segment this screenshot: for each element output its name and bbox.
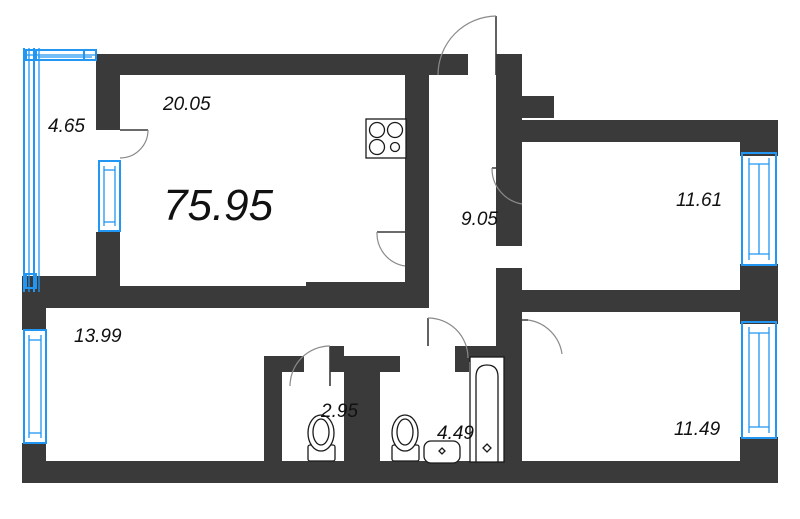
wall-hall-right-upper [496, 96, 522, 246]
bedroom-two-window-right [741, 321, 777, 439]
wall-bath-left [362, 356, 380, 461]
wall-mid-vertical-stub [405, 268, 429, 308]
bedroom-one-door [491, 167, 523, 205]
area-label-balcony: 4.65 [48, 116, 85, 137]
bathroom-door [427, 317, 469, 359]
wall-bath-right [504, 356, 522, 461]
entrance-door [437, 15, 497, 76]
wall-bedroom-two-left-upper [504, 312, 522, 362]
wall-corridor-left-upper [22, 286, 46, 330]
washbasin [423, 440, 461, 464]
wall-hall-top-left [405, 54, 468, 75]
wall-bottom-right-cap [740, 437, 778, 483]
toilet-bathroom [391, 414, 420, 462]
total-area-label: 75.95 [163, 181, 274, 230]
wall-kitchen-right [405, 54, 429, 286]
wall-wc-left [264, 356, 282, 461]
fixtures-group [307, 118, 505, 464]
area-labels-group: 4.65 20.05 9.05 11.61 13.99 2.95 4.49 11… [48, 94, 722, 444]
area-label-bedroom-one: 11.61 [676, 190, 722, 211]
wall-wc-right [344, 356, 362, 461]
balcony-glazing-left [23, 48, 40, 292]
balcony-door-window [98, 160, 121, 232]
kitchen-living-door [376, 231, 406, 267]
wall-corridor-top-left [22, 286, 304, 308]
wall-bedroom-two-right-upper [740, 290, 778, 324]
area-label-wc: 2.95 [320, 401, 358, 422]
wall-bedroom-one-right-upper [740, 120, 778, 156]
bedroom-one-window-right [741, 152, 777, 266]
stove-cooktop [365, 118, 407, 159]
wall-kitchen-left-upper [96, 54, 120, 130]
bedroom-two-door [496, 319, 563, 355]
wall-bath-top-left [362, 356, 400, 372]
corridor-window-left [23, 329, 47, 444]
wall-corridor-top-mid [306, 282, 406, 308]
toilet-wc [307, 414, 336, 462]
area-label-bedroom-two: 11.49 [674, 419, 721, 440]
wc-door [289, 345, 331, 387]
wall-corridor-step [300, 286, 306, 308]
bathtub [469, 356, 505, 463]
wall-wc-top-left [264, 356, 304, 372]
doors-group [119, 15, 563, 387]
area-label-corridor: 13.99 [74, 326, 122, 347]
wall-bottom-outer [22, 461, 778, 483]
balcony-glazing-top [24, 49, 97, 61]
area-label-kitchen-living: 20.05 [162, 94, 211, 115]
wall-top-kitchen [96, 54, 430, 75]
area-label-bathroom: 4.49 [437, 423, 474, 444]
wall-bedroom-one-top [522, 120, 778, 142]
windows-group [23, 48, 777, 444]
walls-group [22, 54, 778, 483]
wall-wc-top-right-jamb [330, 346, 344, 372]
balcony-door [119, 129, 149, 159]
area-label-hall: 9.05 [461, 209, 498, 230]
wall-hall-entrance-right [496, 54, 522, 100]
wall-bedroom-two-top [504, 290, 778, 312]
